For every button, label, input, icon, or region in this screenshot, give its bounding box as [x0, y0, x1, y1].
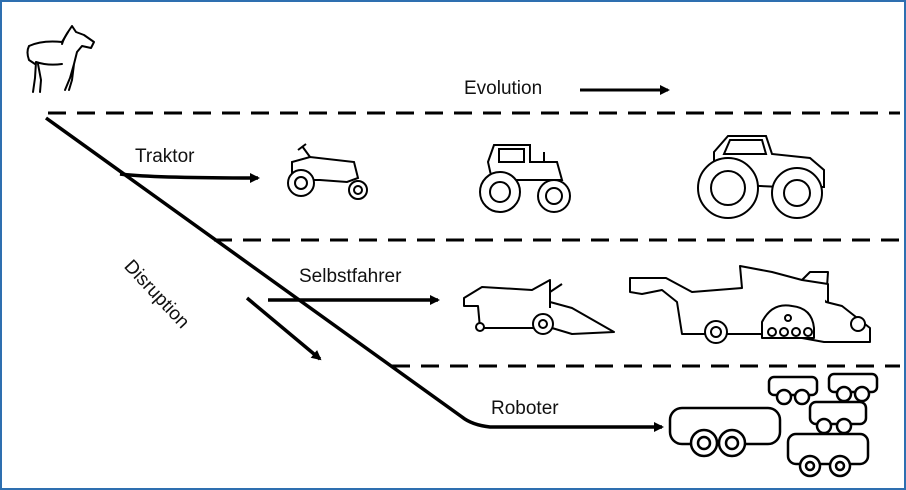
- large-tractor-icon: [697, 135, 825, 219]
- evolution-label: Evolution: [464, 78, 543, 99]
- tractor-icon: [479, 144, 571, 213]
- horse-icon: [26, 25, 95, 93]
- small-combine-icon: [463, 279, 615, 335]
- disruption-arrow: [245, 296, 322, 361]
- roboter-label: Roboter: [491, 398, 559, 419]
- large-combine-icon: [629, 265, 871, 344]
- robot-swarm-icon: [767, 372, 879, 478]
- old-tractor-icon: [287, 143, 368, 200]
- selbstfahrer-label: Selbstfahrer: [299, 266, 402, 287]
- traktor-branch-arrow: [119, 172, 260, 183]
- disruption-main-line: [44, 116, 664, 432]
- robot-icon: [668, 406, 782, 458]
- traktor-label: Traktor: [135, 146, 195, 167]
